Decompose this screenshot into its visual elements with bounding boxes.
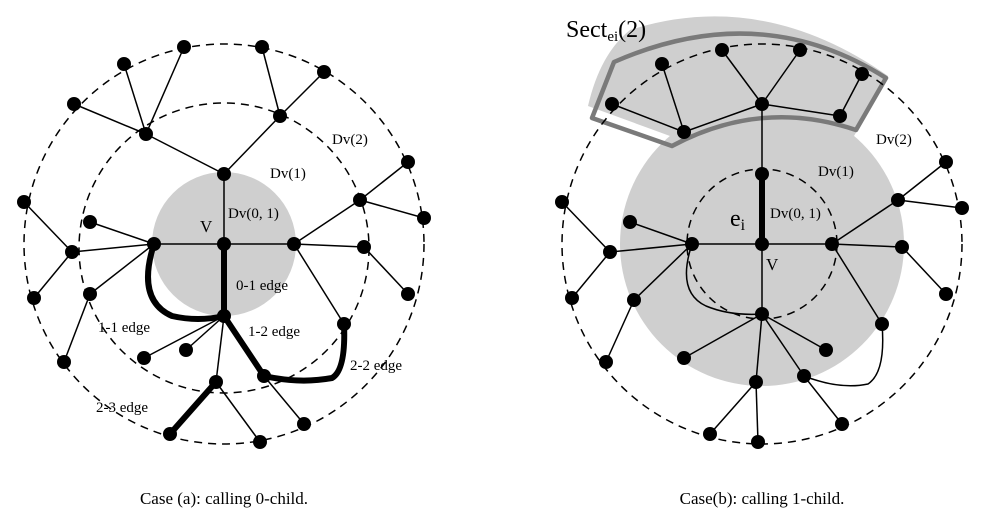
caption-b: Case(b): calling 1-child.	[680, 489, 845, 508]
node	[891, 193, 905, 207]
node	[27, 291, 41, 305]
node	[255, 40, 269, 54]
node	[163, 427, 177, 441]
caption-a: Case (a): calling 0-child.	[140, 489, 308, 508]
node	[751, 435, 765, 449]
panel-b-edges	[561, 49, 963, 443]
panel-a-edges	[23, 46, 425, 443]
label-dv1: Dv(1)	[818, 164, 854, 180]
node	[83, 287, 97, 301]
node	[749, 375, 763, 389]
sector-outline	[589, 31, 889, 149]
node	[67, 97, 81, 111]
label-edge-2-3: 2-3 edge	[96, 400, 148, 416]
node	[117, 57, 131, 71]
node	[357, 240, 371, 254]
node	[317, 65, 331, 79]
node	[685, 237, 699, 251]
node	[755, 237, 769, 251]
node	[939, 287, 953, 301]
node	[605, 97, 619, 111]
label-dv2: Dv(2)	[876, 132, 912, 148]
label-dv01: Dv(0, 1)	[228, 206, 279, 222]
label-edge-0-1: 0-1 edge	[236, 278, 288, 294]
node	[603, 245, 617, 259]
node	[147, 237, 161, 251]
node	[835, 417, 849, 431]
node	[257, 369, 271, 383]
label-v: V	[766, 255, 779, 274]
node	[875, 317, 889, 331]
node	[253, 435, 267, 449]
node	[833, 109, 847, 123]
node	[217, 167, 231, 181]
panel-a-thick-edges	[145, 241, 348, 437]
node	[17, 195, 31, 209]
panel-a: V Dv(2) Dv(1) Dv(0, 1) 0-1 edge 1-1 edge…	[17, 40, 431, 449]
node	[177, 40, 191, 54]
node	[273, 109, 287, 123]
node	[895, 240, 909, 254]
node	[297, 417, 311, 431]
panel-b: Sectei(2) Dv(2) Dv(1) Dv(0, 1) ei V	[555, 16, 969, 449]
node	[599, 355, 613, 369]
label-sect: Sectei(2)	[566, 17, 646, 45]
node	[83, 215, 97, 229]
node	[57, 355, 71, 369]
node	[353, 193, 367, 207]
label-dv01: Dv(0, 1)	[770, 206, 821, 222]
label-ei: ei	[730, 206, 746, 234]
label-dv2: Dv(2)	[332, 132, 368, 148]
node	[793, 43, 807, 57]
node	[755, 307, 769, 321]
node	[401, 287, 415, 301]
node	[217, 237, 231, 251]
node	[287, 237, 301, 251]
dv2-ring	[23, 43, 425, 445]
label-v: V	[200, 217, 213, 236]
node	[825, 237, 839, 251]
node	[797, 369, 811, 383]
node	[855, 67, 869, 81]
node	[627, 293, 641, 307]
node	[677, 125, 691, 139]
node	[955, 201, 969, 215]
node	[677, 351, 691, 365]
node	[655, 57, 669, 71]
node	[179, 343, 193, 357]
node	[217, 309, 231, 323]
node	[939, 155, 953, 169]
node	[755, 97, 769, 111]
label-dv1: Dv(1)	[270, 166, 306, 182]
panel-a-nodes	[17, 40, 431, 449]
node	[623, 215, 637, 229]
node	[137, 351, 151, 365]
label-edge-1-2: 1-2 edge	[248, 324, 300, 340]
node	[337, 317, 351, 331]
node	[209, 375, 223, 389]
node	[565, 291, 579, 305]
node	[555, 195, 569, 209]
node	[703, 427, 717, 441]
node	[819, 343, 833, 357]
node	[401, 155, 415, 169]
node	[417, 211, 431, 225]
label-edge-2-2: 2-2 edge	[350, 358, 402, 374]
node	[715, 43, 729, 57]
panel-b-nodes	[555, 43, 969, 449]
node	[755, 167, 769, 181]
label-edge-1-1: 1-1 edge	[98, 320, 150, 336]
node	[139, 127, 153, 141]
node	[65, 245, 79, 259]
